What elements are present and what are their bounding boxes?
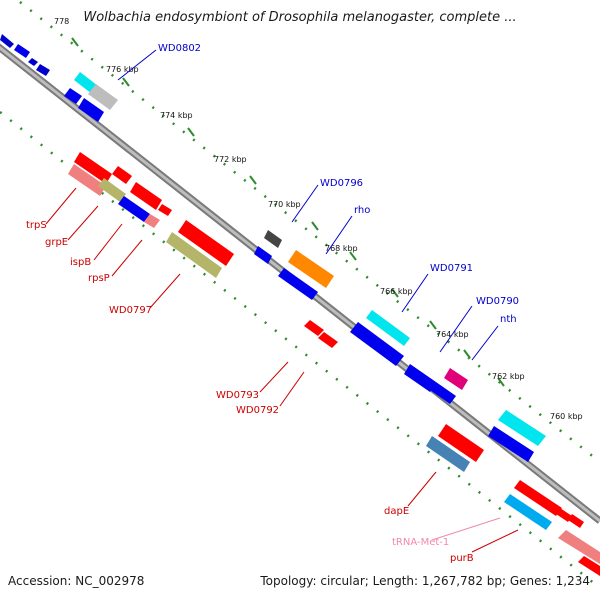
gene-label-wd0802[interactable]: WD0802 bbox=[158, 43, 201, 54]
gene-label-nth[interactable]: nth bbox=[500, 314, 517, 325]
gene-feature[interactable] bbox=[130, 182, 162, 210]
gene-feature[interactable] bbox=[78, 98, 104, 122]
gene-label-rpsp[interactable]: rpsP bbox=[88, 273, 110, 284]
tick-label: 776 kbp bbox=[106, 65, 139, 74]
gene-label-wd0797[interactable]: WD0797 bbox=[109, 305, 152, 316]
gene-feature[interactable] bbox=[158, 204, 172, 216]
forward-leader-lines bbox=[117, 49, 499, 361]
gene-feature[interactable] bbox=[28, 58, 38, 66]
tick-marks bbox=[71, 37, 505, 387]
tick-label: 762 kbp bbox=[492, 372, 525, 381]
gene-feature[interactable] bbox=[74, 152, 112, 184]
reverse-strand-features bbox=[68, 152, 600, 576]
gene-feature[interactable] bbox=[144, 214, 160, 228]
gene-label-wd0793[interactable]: WD0793 bbox=[216, 390, 259, 401]
gene-feature[interactable] bbox=[498, 410, 546, 446]
gene-label-grpe[interactable]: grpE bbox=[45, 237, 68, 248]
gene-feature[interactable] bbox=[278, 268, 318, 300]
gene-feature[interactable] bbox=[288, 250, 334, 288]
scale-ring-inner bbox=[0, 111, 600, 589]
gene-feature[interactable] bbox=[430, 382, 456, 404]
gene-feature[interactable] bbox=[426, 436, 470, 472]
reverse-leader-lines bbox=[45, 187, 519, 553]
map-title: Wolbachia endosymbiont of Drosophila mel… bbox=[83, 10, 517, 25]
tick-label: 772 kbp bbox=[214, 155, 247, 164]
tick-label: 760 kbp bbox=[550, 412, 583, 421]
gene-label-trna-met-1[interactable]: tRNA-Met-1 bbox=[392, 537, 449, 548]
gene-feature[interactable] bbox=[74, 72, 98, 94]
trna-leader-line bbox=[431, 517, 501, 541]
accession-text: Accession: NC_002978 bbox=[8, 574, 145, 588]
gene-feature[interactable] bbox=[558, 530, 600, 564]
forward-labels: WD0802 WD0796 rho WD0791 WD0790 nth bbox=[158, 43, 519, 325]
gene-label-purb[interactable]: purB bbox=[450, 553, 474, 564]
gene-feature[interactable] bbox=[64, 88, 82, 104]
tick-label: 774 kbp bbox=[160, 111, 193, 120]
gene-feature[interactable] bbox=[166, 232, 222, 278]
tick-label: 768 kbp bbox=[325, 244, 358, 253]
gene-feature[interactable] bbox=[68, 164, 106, 196]
gene-feature[interactable] bbox=[36, 64, 50, 76]
gene-label-wd0791[interactable]: WD0791 bbox=[430, 263, 473, 274]
gene-label-trps[interactable]: trpS bbox=[26, 220, 47, 231]
gene-feature[interactable] bbox=[366, 310, 410, 346]
tick-label: 766 kbp bbox=[380, 287, 413, 296]
gene-feature[interactable] bbox=[578, 556, 600, 576]
gene-feature[interactable] bbox=[118, 196, 150, 222]
gene-feature[interactable] bbox=[514, 480, 562, 516]
gene-label-wd0796[interactable]: WD0796 bbox=[320, 178, 363, 189]
gene-label-wd0790[interactable]: WD0790 bbox=[476, 296, 519, 307]
gene-feature[interactable] bbox=[556, 508, 572, 522]
gene-feature[interactable] bbox=[254, 246, 272, 264]
tick-label: 778 bbox=[54, 17, 69, 26]
gene-feature[interactable] bbox=[14, 44, 30, 58]
gene-feature[interactable] bbox=[318, 332, 338, 348]
tick-label: 770 kbp bbox=[268, 200, 301, 209]
gene-label-dape[interactable]: dapE bbox=[384, 506, 409, 517]
topology-summary: Topology: circular; Length: 1,267,782 bp… bbox=[260, 574, 590, 588]
gene-feature[interactable] bbox=[98, 178, 126, 202]
gene-feature[interactable] bbox=[0, 34, 14, 48]
gene-label-rho[interactable]: rho bbox=[354, 205, 370, 216]
reverse-labels: trpS grpE ispB rpsP WD0797 WD0793 WD0792… bbox=[26, 220, 474, 564]
gene-feature[interactable] bbox=[438, 424, 484, 462]
gene-feature[interactable] bbox=[568, 514, 584, 528]
gene-feature[interactable] bbox=[304, 320, 324, 336]
gene-feature[interactable] bbox=[444, 368, 468, 390]
gene-feature[interactable] bbox=[404, 364, 436, 392]
forward-strand-features bbox=[0, 34, 546, 462]
gene-feature[interactable] bbox=[264, 230, 282, 248]
gene-feature[interactable] bbox=[178, 220, 234, 266]
gene-label-ispb[interactable]: ispB bbox=[70, 257, 91, 268]
gene-feature[interactable] bbox=[504, 494, 552, 530]
gene-feature[interactable] bbox=[112, 166, 132, 184]
gene-feature[interactable] bbox=[488, 426, 534, 462]
gene-feature[interactable] bbox=[88, 84, 118, 110]
gene-feature[interactable] bbox=[350, 322, 404, 366]
gene-label-wd0792[interactable]: WD0792 bbox=[236, 405, 279, 416]
